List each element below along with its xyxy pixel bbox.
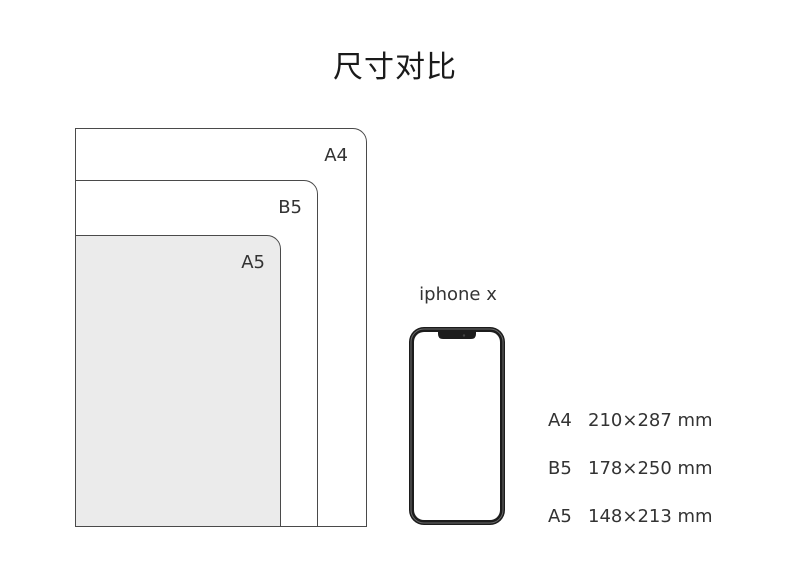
size-name: A5 [548, 506, 572, 527]
size-dimensions: 148×213 mm [588, 506, 713, 527]
page-title: 尺寸对比 [333, 50, 457, 85]
size-dimensions: 178×250 mm [588, 458, 713, 479]
iphone-x-icon [409, 327, 505, 525]
size-name: A4 [548, 410, 572, 431]
paper-a5-label: A5 [241, 252, 265, 273]
size-row-b5: B5 178×250 mm [548, 458, 713, 506]
paper-b5-label: B5 [278, 197, 302, 218]
paper-a4-label: A4 [324, 145, 348, 166]
paper-a5-outline: A5 [75, 235, 281, 527]
phone-label: iphone x [419, 284, 497, 305]
size-row-a5: A5 148×213 mm [548, 506, 713, 554]
size-row-a4: A4 210×287 mm [548, 410, 713, 458]
size-list: A4 210×287 mm B5 178×250 mm A5 148×213 mm [548, 410, 713, 554]
size-name: B5 [548, 458, 572, 479]
size-dimensions: 210×287 mm [588, 410, 713, 431]
